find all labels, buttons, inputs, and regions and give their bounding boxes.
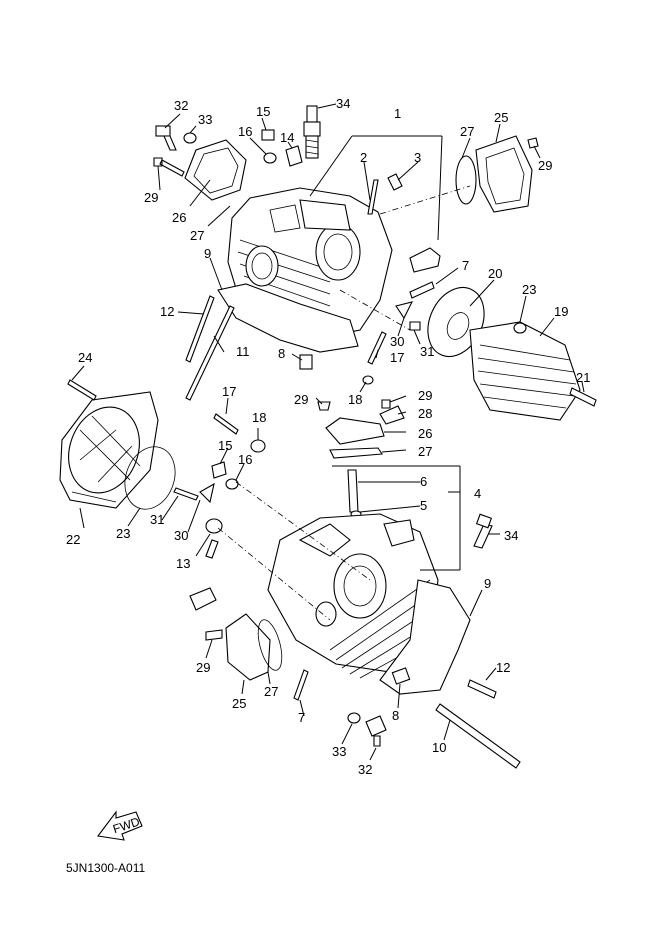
callout-25: 25 — [494, 110, 508, 125]
callout-4: 4 — [474, 486, 481, 501]
callout-27: 27 — [460, 124, 474, 139]
callout-23: 23 — [116, 526, 130, 541]
head-gasket-bottom — [379, 579, 471, 695]
callout-32: 32 — [174, 98, 188, 113]
callout-31: 31 — [150, 512, 164, 527]
callout-11: 11 — [236, 344, 250, 359]
callout-18: 18 — [348, 392, 362, 407]
callout-7: 7 — [462, 258, 469, 273]
callout-31: 31 — [420, 344, 434, 359]
callout-6: 6 — [420, 474, 427, 489]
callout-17: 17 — [390, 350, 404, 365]
callout-13: 13 — [176, 556, 190, 571]
callout-15: 15 — [256, 104, 270, 119]
front-cylinder-head — [267, 513, 439, 679]
callout-9: 9 — [204, 246, 211, 261]
callout-8: 8 — [392, 708, 399, 723]
exhaust-flange-top — [475, 135, 533, 213]
callout-33: 33 — [332, 744, 346, 759]
callout-29: 29 — [294, 392, 308, 407]
callout-30: 30 — [174, 528, 188, 543]
callout-2: 2 — [360, 150, 367, 165]
callout-26: 26 — [172, 210, 186, 225]
callout-21: 21 — [576, 370, 590, 385]
callout-3: 3 — [414, 150, 421, 165]
spark-plug-top — [303, 105, 321, 159]
callout-29: 29 — [196, 660, 210, 675]
callout-12: 12 — [160, 304, 174, 319]
callout-34: 34 — [504, 528, 518, 543]
callout-12: 12 — [496, 660, 510, 675]
callout-18: 18 — [252, 410, 266, 425]
nut-15-top — [261, 129, 275, 141]
callout-14: 14 — [280, 130, 294, 145]
callout-27: 27 — [264, 684, 278, 699]
spark-plug-bottom — [473, 513, 493, 549]
callout-1: 1 — [394, 106, 401, 121]
bolt-32-top — [155, 125, 197, 151]
callout-23: 23 — [522, 282, 536, 297]
callout-25: 25 — [232, 696, 246, 711]
head-cover-top — [184, 139, 247, 201]
o-ring-23 — [124, 446, 176, 510]
callout-27: 27 — [190, 228, 204, 243]
callout-29: 29 — [144, 190, 158, 205]
callout-15: 15 — [218, 438, 232, 453]
callout-19: 19 — [554, 304, 568, 319]
callout-26: 26 — [418, 426, 432, 441]
cover-26-mid — [325, 417, 385, 445]
callout-labels: 32 33 15 34 16 14 1 2 3 27 25 29 29 26 2… — [66, 96, 590, 777]
callout-33: 33 — [198, 112, 212, 127]
head-gasket-top — [217, 283, 359, 353]
side-cover-19 — [469, 321, 581, 421]
crankcase-cover-22 — [59, 391, 159, 509]
callout-16: 16 — [238, 124, 252, 139]
diagram-code: 5JN1300-A011 — [66, 861, 145, 875]
callout-20: 20 — [488, 266, 502, 281]
callout-32: 32 — [358, 762, 372, 777]
callout-34: 34 — [336, 96, 350, 111]
leader-lines — [71, 103, 585, 761]
callout-24: 24 — [78, 350, 92, 365]
callout-17: 17 — [222, 384, 236, 399]
fwd-arrow-icon: FWD — [97, 810, 143, 841]
callout-29: 29 — [538, 158, 552, 173]
callout-22: 22 — [66, 532, 80, 547]
callout-8: 8 — [278, 346, 285, 361]
callout-28: 28 — [418, 406, 432, 421]
callout-16: 16 — [238, 452, 252, 467]
callout-29: 29 — [418, 388, 432, 403]
callout-9: 9 — [484, 576, 491, 591]
callout-5: 5 — [420, 498, 427, 513]
callout-30: 30 — [390, 334, 404, 349]
callout-27: 27 — [418, 444, 432, 459]
callout-10: 10 — [432, 740, 446, 755]
callout-7: 7 — [298, 710, 305, 725]
exhaust-cover-bottom — [225, 613, 271, 681]
